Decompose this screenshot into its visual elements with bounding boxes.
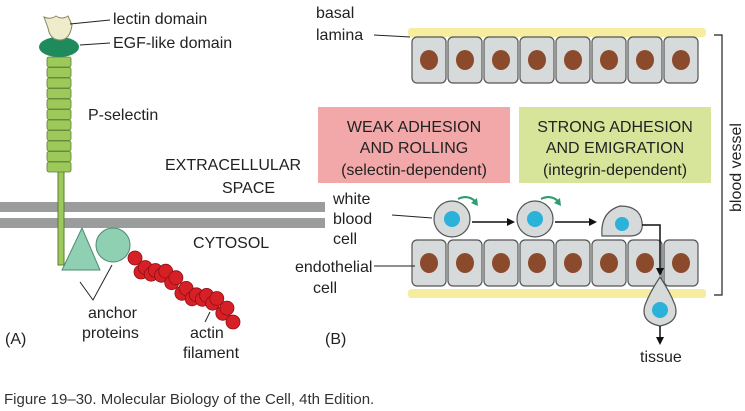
endothelial-nucleus	[528, 253, 546, 273]
blood-vessel-label: blood vessel	[728, 123, 745, 212]
endothelial-nucleus	[456, 50, 474, 70]
endothelial-nucleus	[420, 253, 438, 273]
lectin-domain-label: lectin domain	[113, 11, 207, 28]
strong-adhesion-line-1: STRONG ADHESION	[537, 119, 693, 136]
egf-pointer	[79, 42, 111, 46]
panel-b-label: (B)	[325, 331, 346, 348]
weak-adhesion-box	[318, 107, 510, 183]
weak-adhesion-line-2: AND ROLLING	[360, 140, 468, 157]
rolling-arrowhead-1	[471, 198, 478, 206]
wbc-pointer	[391, 214, 433, 219]
selectin-repeat-10	[46, 151, 72, 162]
selectin-repeat-9	[46, 140, 72, 152]
wbc-label-1: white	[332, 191, 370, 208]
top-endothelial-row	[411, 36, 699, 84]
figure-caption: Figure 19–30. Molecular Biology of the C…	[4, 391, 374, 408]
blood-vessel-bracket	[714, 34, 723, 296]
wbc-label-2: blood	[333, 211, 372, 228]
lectin-pointer	[69, 19, 111, 25]
actin-bead	[209, 291, 225, 306]
actin-filament-label-2: filament	[183, 345, 240, 362]
endothelial-nucleus	[564, 253, 582, 273]
actin-filament	[127, 250, 241, 330]
basal-lamina-pointer	[373, 34, 411, 38]
bottom-endothelial-row	[411, 239, 699, 287]
endothelial-nucleus	[456, 253, 474, 273]
endothelial-nucleus	[672, 253, 690, 273]
weak-adhesion-line-3: (selectin-dependent)	[341, 162, 487, 179]
selectin-repeat-3	[46, 77, 72, 89]
selectin-repeat-6	[46, 109, 72, 120]
extracellular-label-1: EXTRACELLULAR	[165, 157, 301, 174]
endothelial-nucleus	[492, 253, 510, 273]
endothelial-label-2: cell	[313, 280, 337, 297]
strong-adhesion-line-2: AND EMIGRATION	[546, 140, 684, 157]
endothelial-nucleus	[492, 50, 510, 70]
actin-bead	[127, 250, 143, 266]
strong-adhesion-box	[519, 107, 711, 183]
basal-lamina-label-1: basal	[316, 5, 354, 22]
cytosol-label: CYTOSOL	[193, 235, 269, 252]
egf-domain-label: EGF-like domain	[113, 35, 232, 52]
wbc-nucleus-1	[444, 211, 460, 227]
wbc-label-3: cell	[333, 231, 357, 248]
extracellular-label-2: SPACE	[222, 180, 275, 197]
basal-lamina-label-2: lamina	[316, 27, 363, 44]
anchor-proteins-label-1: anchor	[88, 305, 138, 322]
endothelial-nucleus	[672, 50, 690, 70]
selectin-repeat-4	[46, 88, 72, 99]
membrane-outer-leaflet	[0, 202, 325, 212]
endothelial-nucleus	[600, 253, 618, 273]
wbc-nucleus-2	[527, 211, 543, 227]
progress-arrowhead-1	[507, 218, 515, 226]
tissue-label: tissue	[640, 349, 682, 366]
actin-bead	[168, 270, 184, 286]
transmembrane-stem	[57, 169, 65, 266]
endothelial-nucleus	[600, 50, 618, 70]
anchor-protein-circle	[95, 227, 131, 263]
actin-bead	[219, 300, 235, 316]
selectin-repeat-1	[46, 56, 72, 68]
emigration-arrow	[642, 224, 661, 268]
strong-adhesion-line-3: (integrin-dependent)	[543, 162, 687, 179]
egf-like-domain	[39, 37, 79, 57]
anchor-proteins-label-2: proteins	[82, 325, 139, 342]
anchor-pointer	[79, 264, 113, 301]
panel-a: lectin domain EGF-like domain P-selectin…	[0, 11, 325, 362]
progress-arrowhead-2	[589, 218, 597, 226]
endothelial-nucleus	[636, 253, 654, 273]
actin-pointer	[204, 311, 211, 323]
endothelial-nucleus	[636, 50, 654, 70]
selectin-repeat-8	[46, 130, 72, 141]
endothelial-nucleus	[564, 50, 582, 70]
actin-filament-label-1: actin	[190, 325, 224, 342]
selectin-repeats	[46, 56, 72, 173]
lectin-domain	[43, 15, 73, 41]
wbc-nucleus-3	[615, 217, 629, 231]
selectin-repeat-2	[46, 67, 72, 78]
selectin-repeat-5	[46, 98, 72, 110]
tissue-arrowhead	[656, 337, 664, 345]
membrane-inner-leaflet	[0, 218, 325, 228]
selectin-repeat-7	[46, 119, 72, 131]
p-selectin-label: P-selectin	[88, 107, 158, 124]
bottom-basal-lamina	[408, 289, 706, 298]
endothelial-label-1: endothelial	[295, 259, 372, 276]
selectin-repeat-11	[46, 161, 72, 173]
top-basal-lamina	[408, 28, 706, 37]
anchor-protein-triangle	[61, 226, 101, 271]
panel-a-label: (A)	[5, 331, 26, 348]
endothelial-nucleus	[528, 50, 546, 70]
panel-b: WEAK ADHESION AND ROLLING (selectin-depe…	[295, 5, 745, 366]
actin-bead	[225, 314, 241, 330]
wbc-nucleus-4	[652, 302, 668, 318]
emigration-arrowhead	[656, 268, 664, 276]
endothelial-nucleus	[420, 50, 438, 70]
rolling-arrowhead-2	[554, 198, 561, 206]
weak-adhesion-line-1: WEAK ADHESION	[347, 119, 481, 136]
